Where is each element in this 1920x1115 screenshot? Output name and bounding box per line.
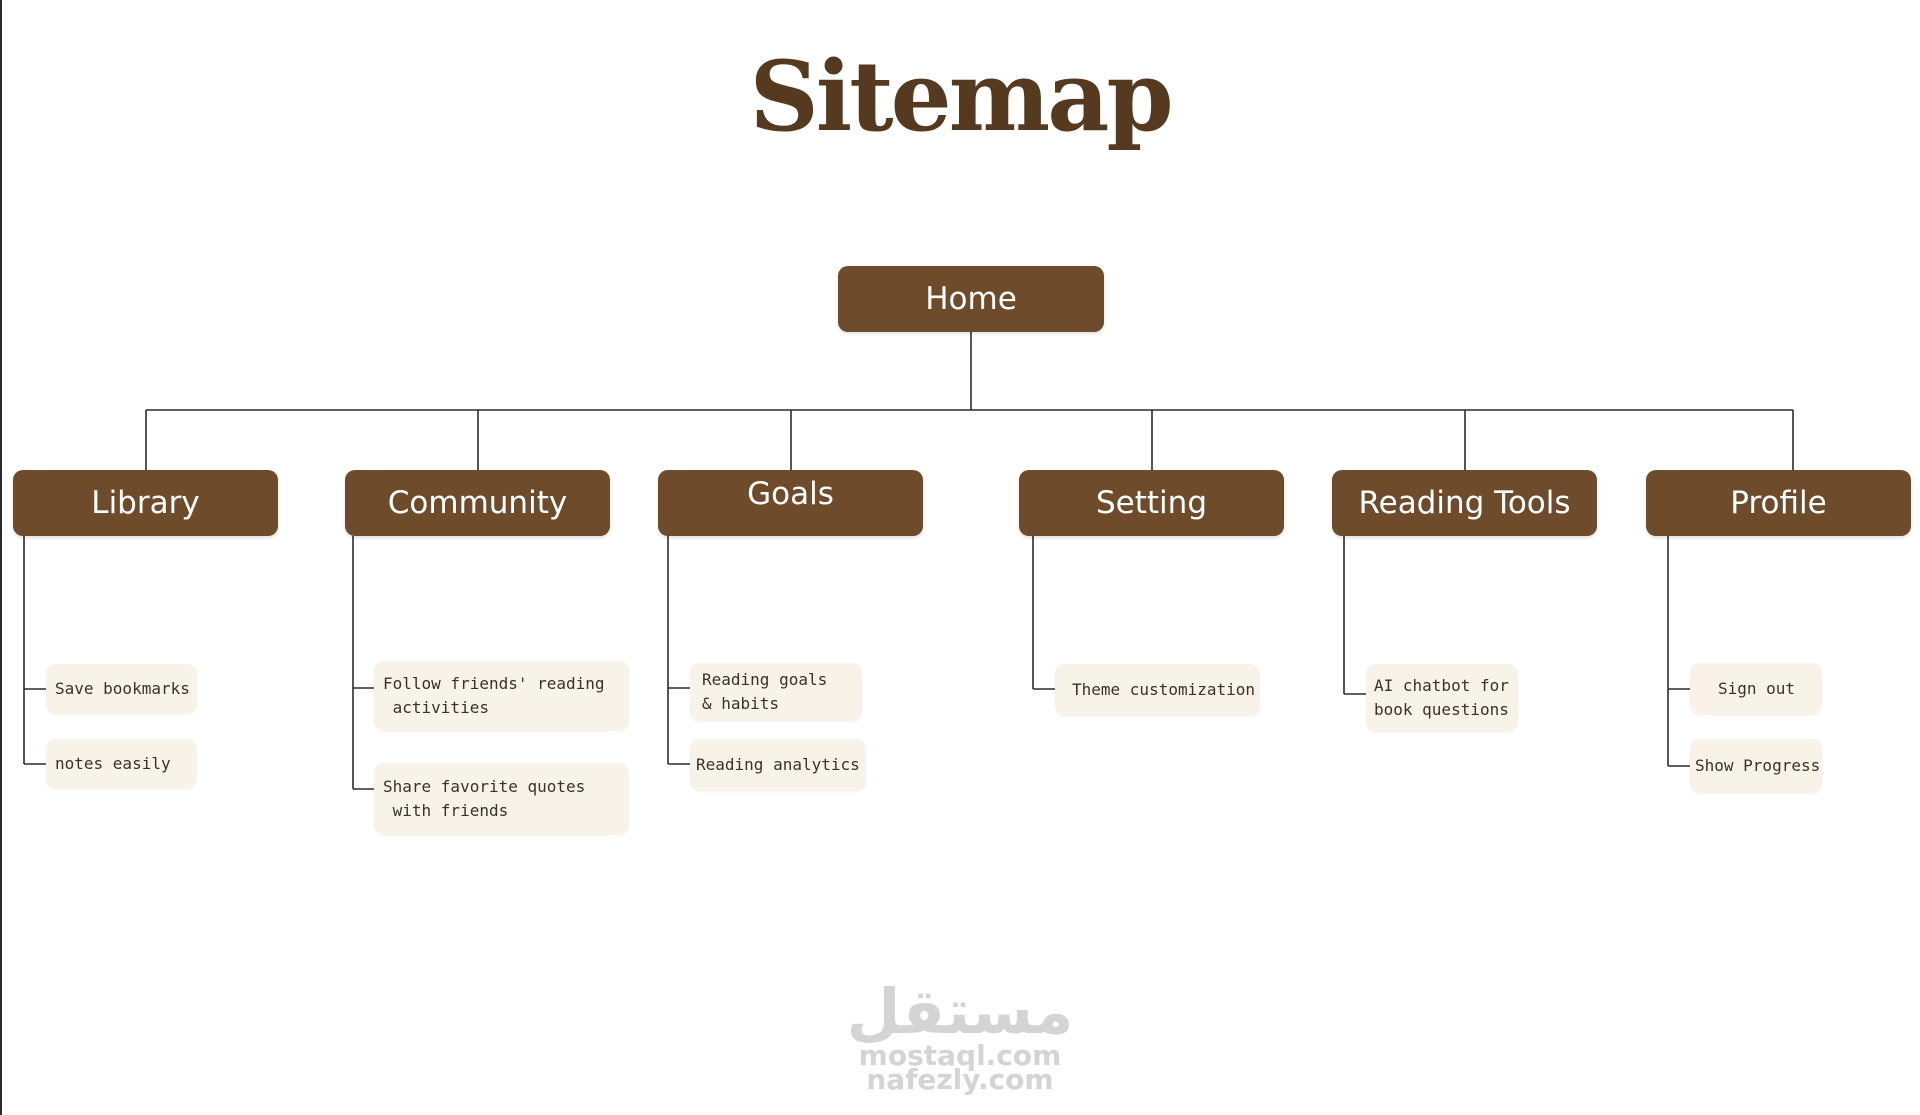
node-setting: Setting (1019, 470, 1284, 536)
leaf-library-2: notes easily (46, 739, 197, 789)
node-community: Community (345, 470, 610, 536)
leaf-library-1: Save bookmarks (46, 664, 197, 714)
node-reading-tools: Reading Tools (1332, 470, 1597, 536)
leaf-goals-1: Reading goals & habits (690, 663, 862, 721)
leaf-profile-1: Sign out (1690, 663, 1822, 715)
leaf-goals-2: Reading analytics (690, 739, 866, 791)
leaf-community-2: Share favorite quotes with friends (374, 763, 629, 835)
leaf-setting-1: Theme customization (1055, 664, 1260, 716)
leaf-profile-2: Show Progress (1690, 739, 1822, 793)
node-library: Library (13, 470, 278, 536)
node-profile: Profile (1646, 470, 1911, 536)
node-goals: Goals (658, 470, 923, 536)
leaf-reading-tools-1: AI chatbot for book questions (1366, 664, 1518, 732)
watermark-logo: مستقل mostaql.com nafezly.com (830, 975, 1090, 1096)
node-home: Home (838, 266, 1104, 332)
watermark-glyph: مستقل (846, 975, 1076, 1048)
watermark-line-2: nafezly.com (866, 1063, 1054, 1096)
leaf-community-1: Follow friends' reading activities (374, 661, 629, 731)
page-title: Sitemap (749, 40, 1173, 153)
frame-edge (0, 0, 2, 1115)
watermark-line-1: mostaql.com (858, 1039, 1062, 1072)
